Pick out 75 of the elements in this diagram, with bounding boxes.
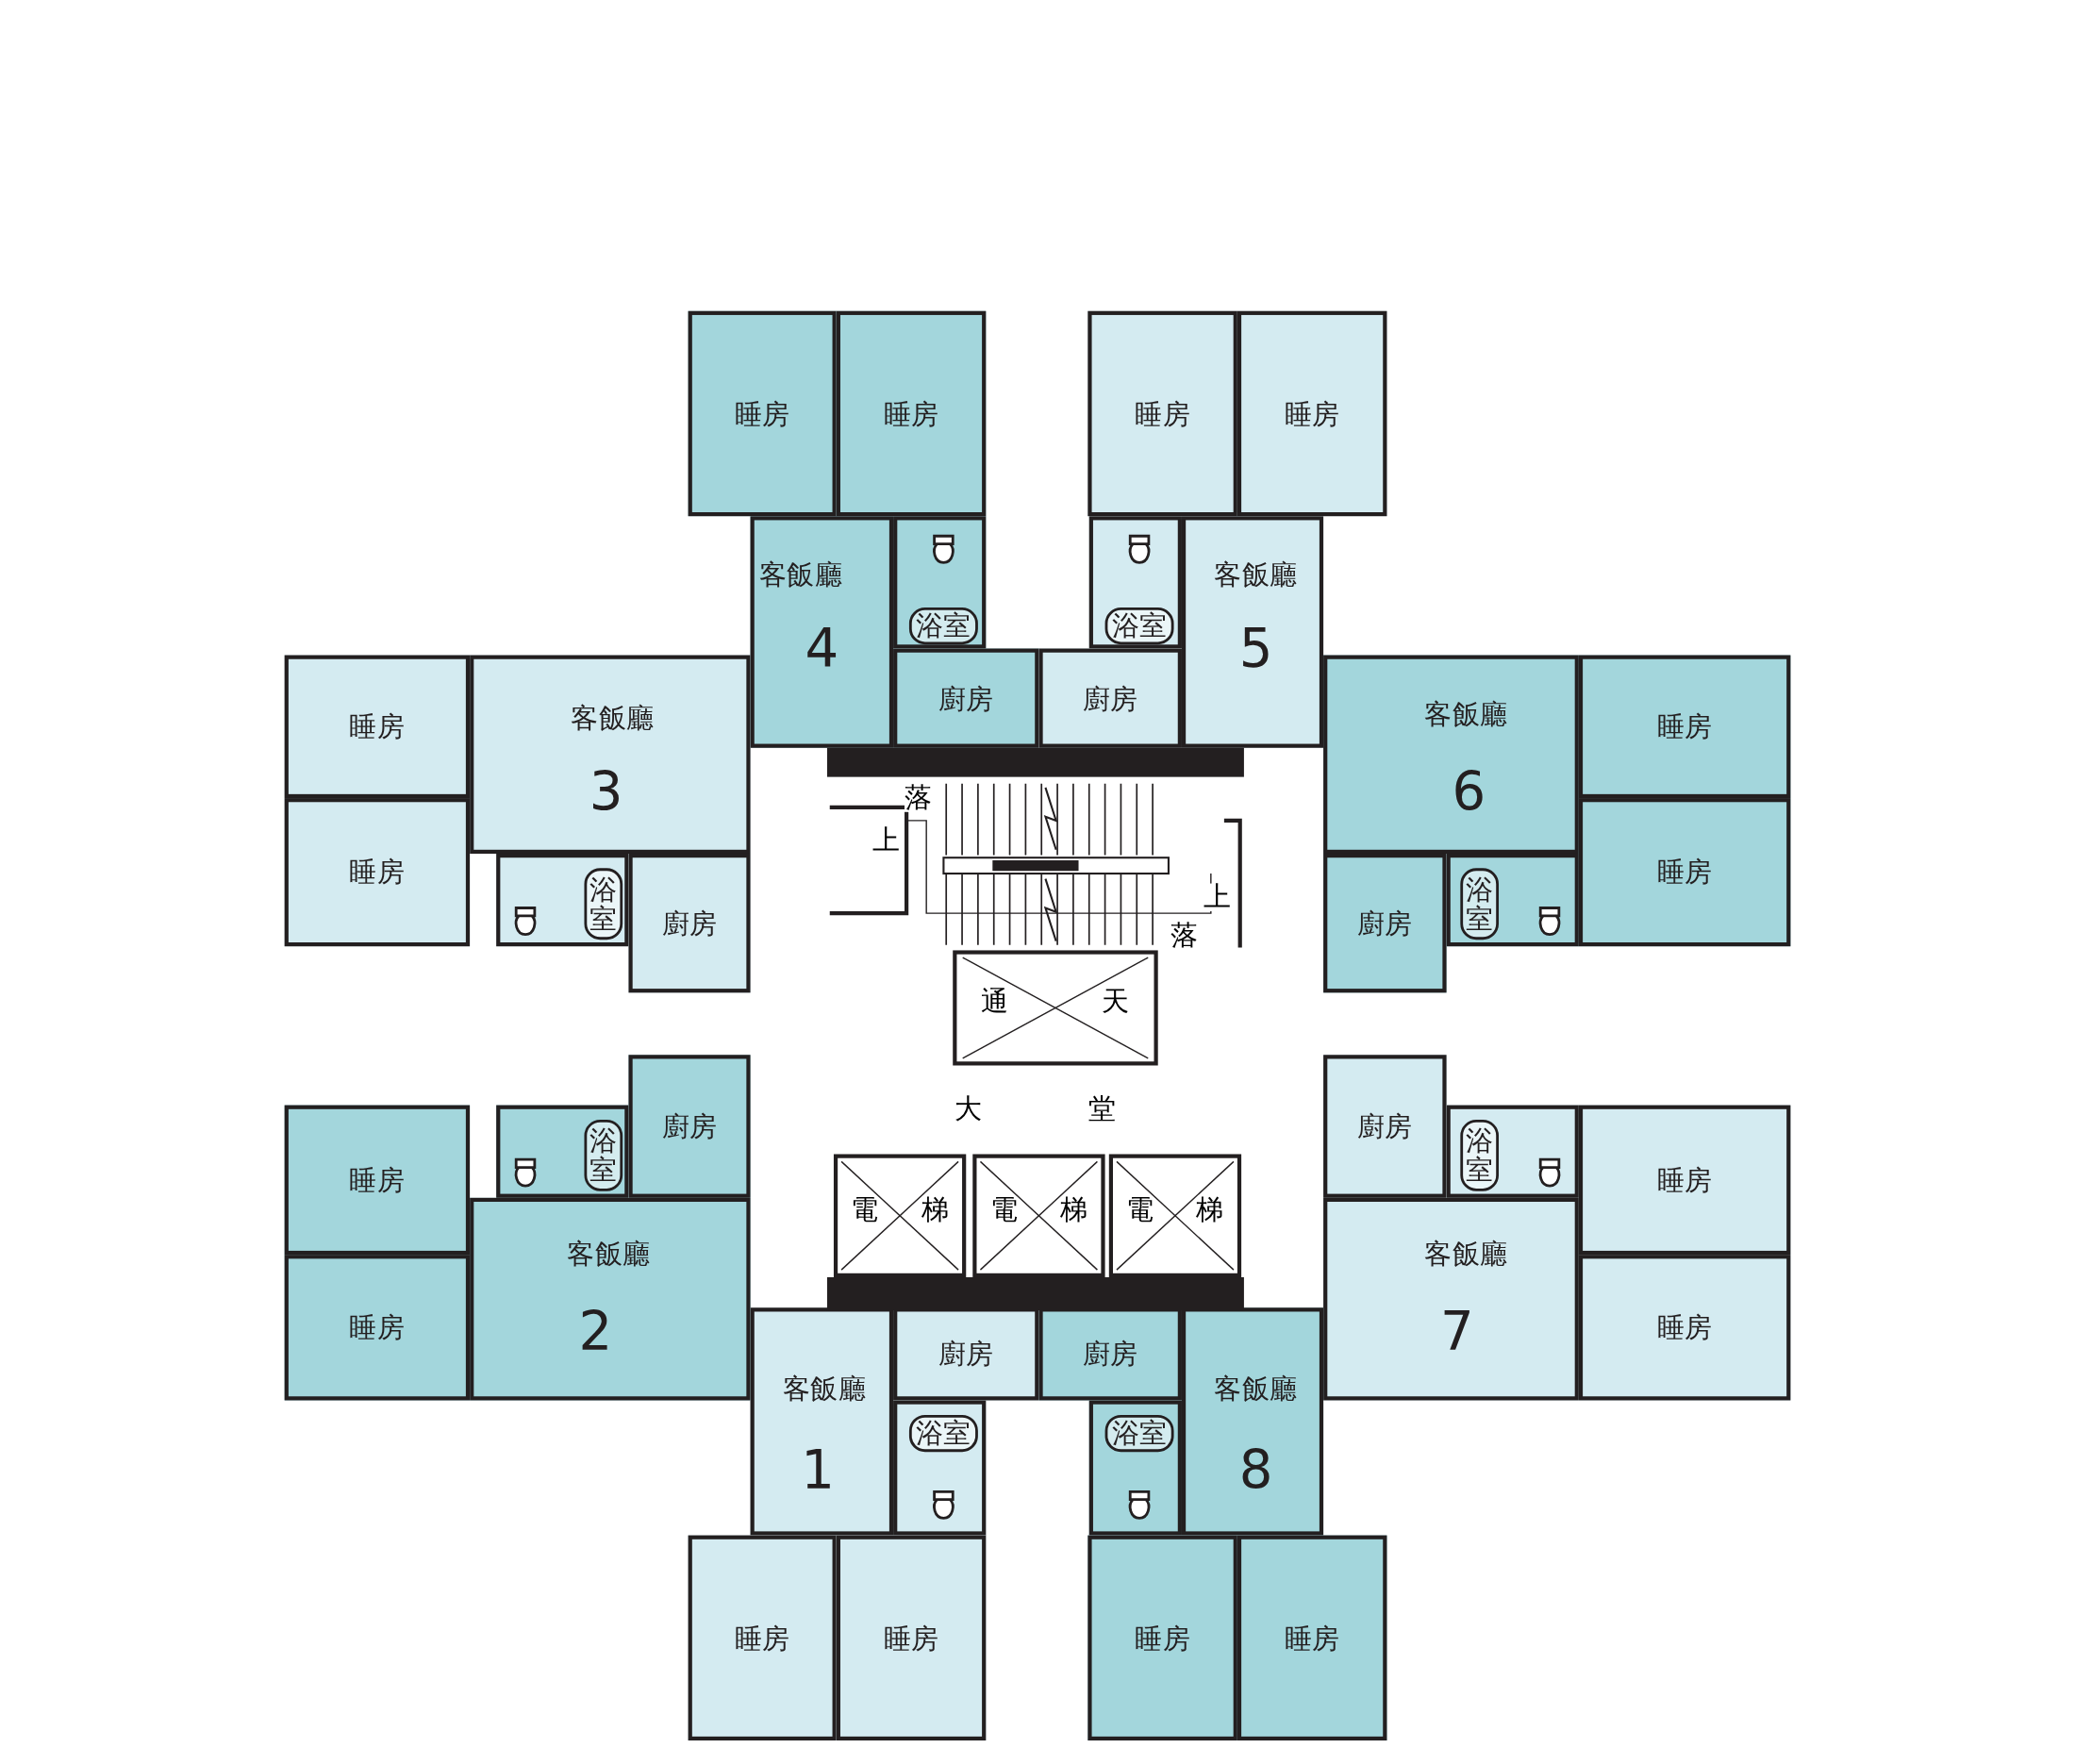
living-dining-room <box>1323 1197 1579 1401</box>
flat-number: 6 <box>1452 765 1486 819</box>
room-label: 客飯廳 <box>567 1240 651 1269</box>
bedroom: 睡房 <box>284 798 471 947</box>
lift-label: 電梯 <box>850 1195 991 1224</box>
bathroom <box>893 1400 987 1536</box>
kitchen: 廚房 <box>1323 854 1447 993</box>
living-dining-room <box>1181 516 1324 748</box>
room-label: 浴室 <box>584 868 623 940</box>
bedroom: 睡房 <box>1578 1255 1791 1401</box>
open-void <box>953 950 1158 1066</box>
flat-number: 1 <box>801 1443 835 1497</box>
kitchen: 廚房 <box>893 648 1039 748</box>
bathroom <box>496 1105 629 1198</box>
room-label: 客飯廳 <box>758 561 843 591</box>
living-dining-room <box>750 1307 894 1536</box>
living-dining-room <box>750 516 894 748</box>
kitchen: 廚房 <box>628 854 751 993</box>
kitchen: 廚房 <box>1323 1055 1447 1198</box>
room-label: 客飯廳 <box>571 705 655 733</box>
room-label: 客飯廳 <box>1424 700 1508 729</box>
bedroom: 睡房 <box>836 1535 987 1741</box>
bedroom: 睡房 <box>284 1255 471 1401</box>
lift-shaft <box>1108 1154 1242 1277</box>
room-label: 浴室 <box>908 607 978 645</box>
living-dining-room <box>470 655 751 854</box>
bedroom: 睡房 <box>1578 798 1791 947</box>
stair-direction-label: 落 <box>905 784 933 812</box>
lobby-label: 大堂 <box>954 1094 1222 1123</box>
lift-label: 電梯 <box>1125 1195 1267 1224</box>
room-label: 客飯廳 <box>1214 1375 1298 1404</box>
bathroom <box>1446 854 1579 947</box>
bathroom <box>893 516 987 649</box>
stair-direction-label: 落 <box>1170 922 1199 950</box>
void-label: 通天 <box>980 989 1222 1017</box>
bedroom: 睡房 <box>1578 655 1791 799</box>
bedroom: 睡房 <box>1237 1535 1387 1741</box>
kitchen: 廚房 <box>1038 648 1182 748</box>
bedroom: 睡房 <box>1087 310 1237 517</box>
living-dining-room <box>470 1197 751 1401</box>
flat-number: 2 <box>578 1305 613 1358</box>
room-label: 浴室 <box>1460 1119 1499 1191</box>
flat-number: 8 <box>1238 1443 1273 1497</box>
flat-number: 7 <box>1439 1305 1474 1358</box>
living-dining-room <box>1181 1307 1324 1536</box>
kitchen: 廚房 <box>628 1055 751 1198</box>
bathroom <box>496 854 629 947</box>
room-label: 浴室 <box>584 1119 623 1191</box>
bathroom <box>1088 1400 1182 1536</box>
room-label: 浴室 <box>908 1414 978 1453</box>
bedroom: 睡房 <box>1087 1535 1237 1741</box>
stair-direction-label: 上 <box>1204 883 1232 912</box>
flat-number: 4 <box>805 622 839 675</box>
bathroom <box>1446 1105 1579 1198</box>
bedroom: 睡房 <box>688 1535 837 1741</box>
room-label: 客飯廳 <box>1424 1240 1508 1269</box>
bathroom <box>1088 516 1182 649</box>
wall <box>826 747 1244 777</box>
bedroom: 睡房 <box>1578 1105 1791 1256</box>
room-label: 浴室 <box>1104 607 1174 645</box>
flat-number: 5 <box>1238 622 1273 675</box>
flat-number: 3 <box>589 765 623 819</box>
bedroom: 睡房 <box>284 1105 471 1256</box>
lift-shaft <box>833 1154 967 1277</box>
lift-shaft <box>972 1154 1105 1277</box>
bedroom: 睡房 <box>284 655 471 799</box>
room-label: 客飯廳 <box>1214 561 1298 591</box>
bedroom: 睡房 <box>688 310 837 517</box>
room-label: 浴室 <box>1460 868 1499 940</box>
wall <box>826 1277 1244 1311</box>
bedroom: 睡房 <box>836 310 987 517</box>
living-dining-room <box>1323 655 1579 854</box>
bedroom: 睡房 <box>1237 310 1387 517</box>
room-label: 浴室 <box>1104 1414 1174 1453</box>
room-label: 客飯廳 <box>782 1375 867 1404</box>
